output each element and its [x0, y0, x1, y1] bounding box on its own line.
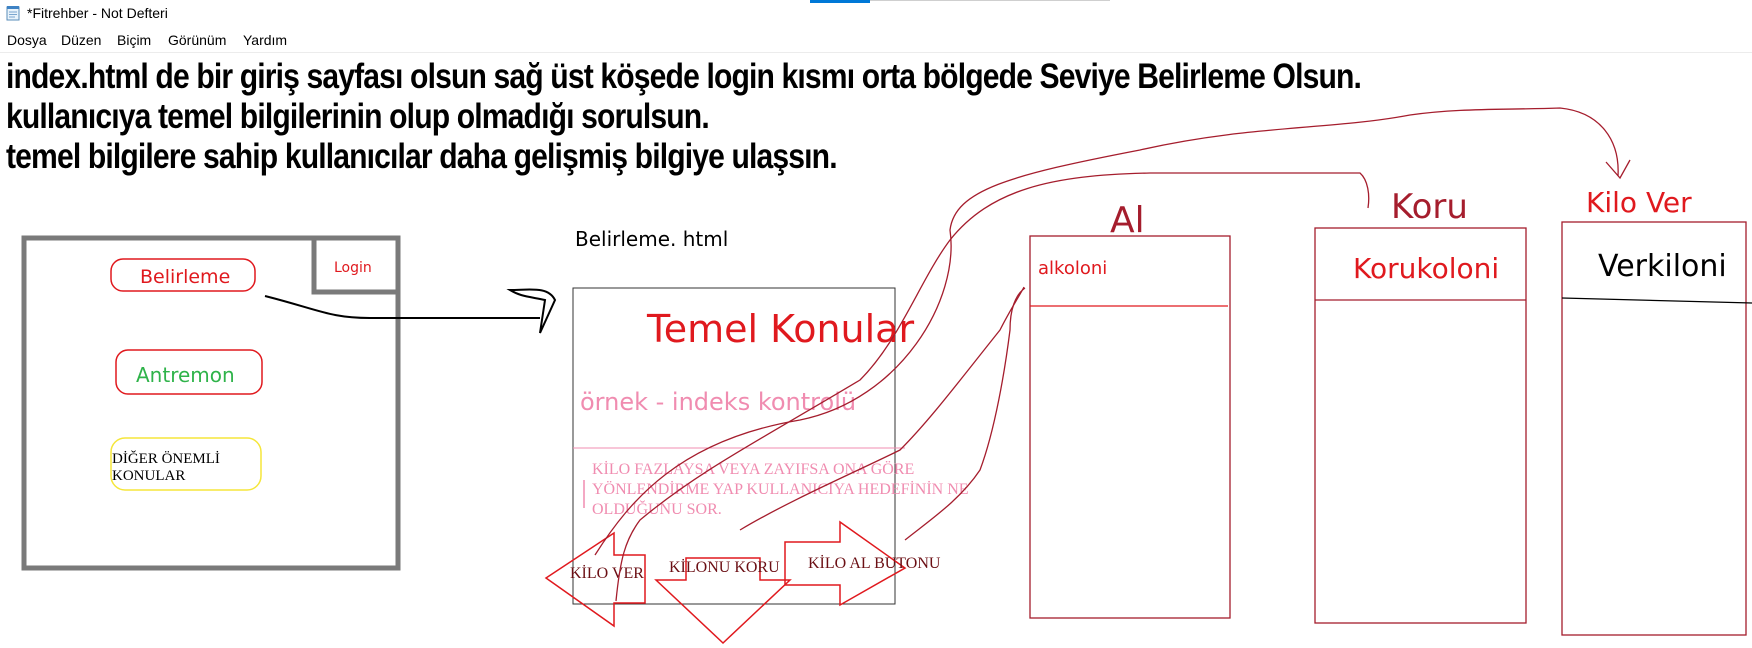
menu-yardim[interactable]: Yardım — [243, 32, 288, 48]
menu-duzen[interactable]: Düzen — [61, 32, 102, 48]
arrow-head-icon — [506, 288, 557, 334]
menu-bar: Dosya Düzen Biçim Görünüm Yardım — [0, 28, 1752, 53]
connector-al-button — [904, 287, 1026, 541]
home-page-frame — [21, 235, 401, 571]
antrenman-label: Antremon — [136, 363, 235, 387]
instruction-text: KİLO FAZLAYSA VEYA ZAYIFSA ONA GÖRE YÖNL… — [592, 460, 973, 518]
diger-button — [110, 437, 262, 491]
title-accent-line — [870, 0, 1110, 1]
login-label: Login — [334, 260, 372, 276]
connector-ver-page — [594, 107, 1619, 556]
window-title: *Fitrehber - Not Defteri — [27, 5, 168, 21]
ver-subtitle: Verkiloni — [1598, 249, 1727, 284]
koru-column-frame — [1314, 227, 1527, 624]
notepad-icon — [6, 6, 20, 21]
ver-title: Kilo Ver — [1586, 186, 1692, 219]
kilo-ver-label: KİLO VER — [570, 564, 644, 582]
koru-subtitle: Korukoloni — [1353, 252, 1499, 285]
ver-divider — [1561, 297, 1752, 304]
al-title: Al — [1110, 200, 1145, 241]
kilo-ver-arrow-icon — [544, 531, 646, 628]
ver-column-frame — [1561, 221, 1747, 636]
menu-dosya[interactable]: Dosya — [7, 32, 47, 48]
menu-gorunum[interactable]: Görünüm — [168, 32, 227, 48]
text-editor[interactable]: index.html de bir giriş sayfası olsun sa… — [0, 53, 1752, 648]
kilo-koru-label: KİLONU KORU — [669, 558, 780, 576]
connector-ver-arrow-icon — [1605, 159, 1631, 180]
login-box — [311, 235, 401, 295]
connector-koru-page — [615, 172, 1370, 602]
koru-title: Koru — [1391, 187, 1468, 227]
kilo-koru-arrow-icon — [654, 557, 792, 645]
al-subtitle: alkoloni — [1038, 258, 1107, 279]
belirleme-button — [110, 258, 256, 292]
title-accent — [810, 0, 870, 3]
antrenman-button — [115, 349, 263, 395]
belirleme-label: Belirleme — [140, 266, 230, 288]
belirleme-page-frame — [572, 287, 896, 605]
al-column-frame — [1029, 235, 1231, 619]
kilo-al-arrow-icon — [784, 520, 907, 607]
menu-bicim[interactable]: Biçim — [117, 32, 152, 48]
arrow-to-belirleme — [264, 295, 540, 319]
kilo-al-label: KİLO AL BUTONU — [808, 554, 941, 572]
note-line-3: temel bilgilere sahip kullanıcılar daha … — [6, 137, 838, 176]
temel-konular-heading: Temel Konular — [646, 307, 914, 351]
belirleme-page-caption: Belirleme. html — [575, 227, 728, 251]
title-bar: *Fitrehber - Not Defteri — [0, 0, 1752, 26]
example-note: örnek - indeks kontrolü — [580, 388, 856, 416]
connector-al-page — [739, 286, 1025, 531]
note-line-1: index.html de bir giriş sayfası olsun sa… — [6, 57, 1362, 96]
note-line-2: kullanıcıya temel bilgilerinin olup olma… — [6, 97, 710, 136]
